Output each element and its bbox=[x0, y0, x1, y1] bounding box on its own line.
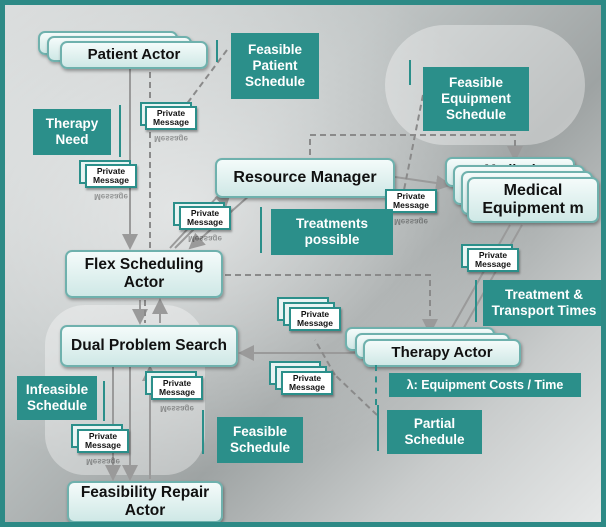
medical-equipment-actor[interactable]: Medical Equipment m bbox=[467, 177, 599, 223]
therapy-need-label: Therapy Need bbox=[33, 109, 111, 155]
private-message: Private Message bbox=[281, 371, 333, 395]
bracket bbox=[119, 105, 121, 157]
treatments-possible-label: Treatments possible bbox=[271, 209, 393, 255]
message-reflection: Message bbox=[188, 234, 222, 243]
private-message: Private Message bbox=[77, 429, 129, 453]
message-reflection: Message bbox=[160, 404, 194, 413]
feasibility-repair-actor[interactable]: Feasibility Repair Actor bbox=[67, 481, 223, 522]
bracket bbox=[216, 40, 218, 62]
private-message: Private Message bbox=[179, 206, 231, 230]
bracket bbox=[409, 60, 411, 85]
private-message: Private Message bbox=[289, 307, 341, 331]
therapy-actor[interactable]: Therapy Actor bbox=[363, 339, 521, 367]
message-reflection: Message bbox=[86, 457, 120, 466]
bracket bbox=[260, 207, 262, 253]
partial-schedule-label: Partial Schedule bbox=[387, 410, 482, 454]
feasible-patient-schedule-label: Feasible Patient Schedule bbox=[231, 33, 319, 99]
treatment-transport-times-label: Treatment & Transport Times bbox=[483, 280, 601, 326]
private-message: Private Message bbox=[151, 376, 203, 400]
bracket bbox=[377, 405, 379, 451]
private-message: Private Message bbox=[467, 248, 519, 272]
message-reflection: Message bbox=[154, 134, 188, 143]
bracket bbox=[202, 410, 204, 454]
bracket bbox=[375, 365, 377, 405]
message-reflection: Message bbox=[94, 192, 128, 201]
feasible-equipment-schedule-label: Feasible Equipment Schedule bbox=[423, 67, 529, 131]
private-message: Private Message bbox=[85, 164, 137, 188]
flex-scheduling-actor[interactable]: Flex Scheduling Actor bbox=[65, 250, 223, 298]
patient-actor[interactable]: Patient Actor bbox=[60, 41, 208, 69]
equipment-costs-label: λ: Equipment Costs / Time bbox=[389, 373, 581, 397]
feasible-schedule-label: Feasible Schedule bbox=[217, 417, 303, 463]
infeasible-schedule-label: Infeasible Schedule bbox=[17, 376, 97, 420]
bracket bbox=[103, 381, 105, 421]
bracket bbox=[475, 280, 477, 322]
private-message: Private Message bbox=[145, 106, 197, 130]
resource-manager-actor[interactable]: Resource Manager bbox=[215, 158, 395, 198]
private-message: Private Message bbox=[385, 189, 437, 213]
dual-problem-search-actor[interactable]: Dual Problem Search bbox=[60, 325, 238, 367]
